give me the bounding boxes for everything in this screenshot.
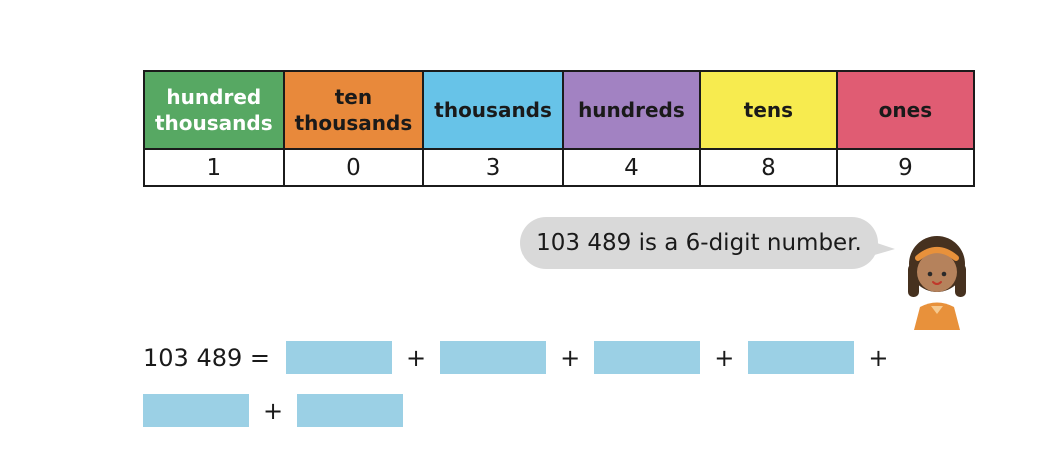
header-cell-hundreds: hundreds: [561, 70, 701, 150]
plus-sign: +: [714, 343, 735, 372]
answer-box-2[interactable]: [440, 341, 547, 374]
digit-cell: 4: [561, 148, 701, 187]
header-cell-ten-thousands: ten thousands: [282, 70, 425, 150]
expanded-form-row-2: +: [143, 394, 404, 427]
answer-box-6[interactable]: [297, 394, 404, 427]
place-value-table: hundred thousands ten thousands thousand…: [143, 70, 975, 187]
digit-cell: 8: [698, 148, 838, 187]
digit-cell: 0: [282, 148, 425, 187]
header-cell-thousands: thousands: [422, 70, 564, 150]
answer-box-3[interactable]: [594, 341, 701, 374]
digit-cell: 1: [143, 148, 285, 187]
answer-box-5[interactable]: [143, 394, 249, 427]
girl-avatar-icon: [908, 236, 966, 330]
speech-bubble: 103 489 is a 6-digit number.: [520, 217, 895, 269]
digit-row: 1 0 3 4 8 9: [143, 148, 975, 187]
header-cell-ones: ones: [835, 70, 975, 150]
plus-sign: +: [560, 343, 581, 372]
header-cell-tens: tens: [698, 70, 838, 150]
answer-box-1[interactable]: [285, 341, 392, 374]
plus-sign: +: [263, 396, 284, 425]
girl-avatar: [898, 228, 976, 330]
plus-sign: +: [405, 343, 427, 372]
digit-cell: 3: [422, 148, 564, 187]
speech-text: 103 489 is a 6-digit number.: [536, 230, 862, 256]
answer-box-4[interactable]: [748, 341, 855, 374]
digit-cell: 9: [835, 148, 975, 187]
plus-sign: +: [868, 343, 889, 372]
header-cell-hundred-thousands: hundred thousands: [143, 70, 285, 150]
header-row: hundred thousands ten thousands thousand…: [143, 70, 975, 150]
equation-lhs: 103 489 =: [143, 343, 270, 372]
expanded-form-row-1: 103 489 = + + + +: [143, 341, 888, 374]
